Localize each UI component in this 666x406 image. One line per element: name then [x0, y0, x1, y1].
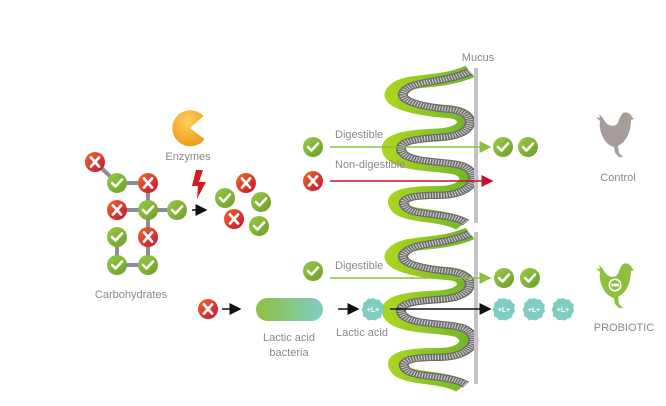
cross-circle-icon — [196, 297, 220, 321]
check-circle-icon — [105, 225, 129, 249]
digestible-label-probiotic: Digestible — [335, 260, 383, 272]
mucus-label: Mucus — [462, 52, 495, 64]
svg-text:+L+: +L+ — [528, 307, 540, 314]
lactate-badge-icon: +L+ — [492, 298, 515, 321]
digestible-label-control: Digestible — [335, 129, 383, 141]
probiotic-label: PROBIOTIC — [594, 322, 655, 334]
check-circle-icon — [213, 186, 237, 210]
enzymes-label: Enzymes — [165, 151, 211, 163]
check-circle-icon — [516, 135, 540, 159]
cross-circle-icon — [234, 171, 258, 195]
chicken-control-icon — [596, 112, 634, 157]
check-circle-icon — [249, 190, 273, 214]
lightning-bolt-icon — [192, 170, 206, 199]
control-label: Control — [600, 172, 635, 184]
check-circle-icon — [492, 266, 516, 290]
chicken-probiotic-icon — [596, 263, 634, 308]
svg-text:+L+: +L+ — [498, 307, 510, 314]
carbohydrate-molecule — [83, 150, 189, 277]
mucus-layer-probiotic — [474, 232, 478, 384]
cross-circle-icon — [136, 225, 160, 249]
cross-circle-icon — [222, 207, 246, 231]
check-circle-icon — [165, 198, 189, 222]
lactate-badge-icon: +L+ — [361, 298, 384, 321]
mucus-layer-control — [474, 68, 478, 223]
carbohydrate-bonds — [93, 160, 177, 267]
intestinal-villi-control — [391, 71, 474, 224]
svg-text:+L+: +L+ — [367, 307, 379, 314]
check-circle-icon — [136, 198, 160, 222]
enzyme-icon — [172, 110, 205, 147]
check-circle-icon — [136, 253, 160, 277]
cross-circle-icon — [83, 150, 107, 174]
non-digestible-label: Non-digestible — [335, 159, 405, 171]
check-circle-icon — [105, 253, 129, 277]
check-circle-icon — [247, 214, 271, 238]
check-circle-icon — [491, 135, 515, 159]
intestinal-villi-probiotic — [391, 233, 474, 386]
lactate-badge-icon: +L+ — [551, 298, 574, 321]
lactic-acid-bacteria-label-line1: Lactic acid — [263, 332, 315, 344]
check-circle-icon — [301, 135, 325, 159]
lactic-acid-label: Lactic acid — [336, 327, 388, 339]
check-circle-icon — [301, 259, 325, 283]
lactic-acid-bacteria-label-line2: bacteria — [269, 347, 309, 359]
check-circle-icon — [105, 171, 129, 195]
lactic-acid-bacteria-icon — [256, 298, 323, 321]
cross-circle-icon — [136, 171, 160, 195]
cross-circle-icon — [301, 169, 325, 193]
svg-text:+L+: +L+ — [557, 307, 569, 314]
carbohydrates-label: Carbohydrates — [95, 289, 168, 301]
lactate-badge-icon: +L+ — [522, 298, 545, 321]
cross-circle-icon — [105, 198, 129, 222]
digested-fragments — [213, 171, 273, 238]
check-circle-icon — [518, 266, 542, 290]
